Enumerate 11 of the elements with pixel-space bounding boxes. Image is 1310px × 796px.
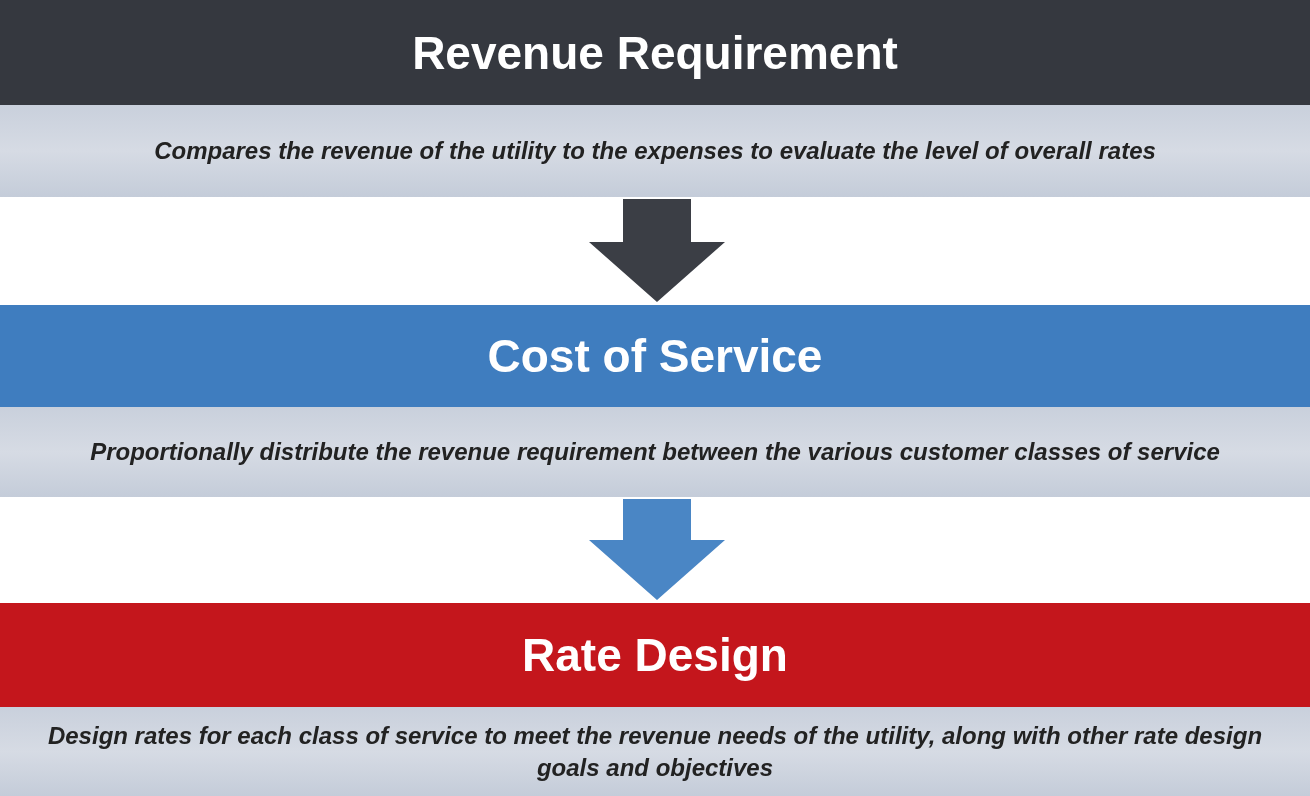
stage-block bbox=[0, 305, 1310, 497]
block-arrow bbox=[589, 199, 725, 302]
stage-description: Design rates for each class of service to meet the revenue needs of the utility, along with other rate design goals and objectives bbox=[46, 721, 1264, 783]
stage-description: Compares the revenue of the utility to the expenses to evaluate the level of overall rates bbox=[154, 136, 1156, 167]
stage-title: Cost of Service bbox=[487, 329, 823, 383]
stage-title: Rate Design bbox=[522, 628, 788, 682]
stage-block bbox=[0, 603, 1310, 796]
stage-title: Revenue Requirement bbox=[412, 25, 898, 80]
block-arrow bbox=[589, 499, 725, 600]
stage-block bbox=[0, 0, 1310, 197]
stage-description: Proportionally distribute the revenue requirement between the various customer classes of service bbox=[90, 437, 1220, 468]
